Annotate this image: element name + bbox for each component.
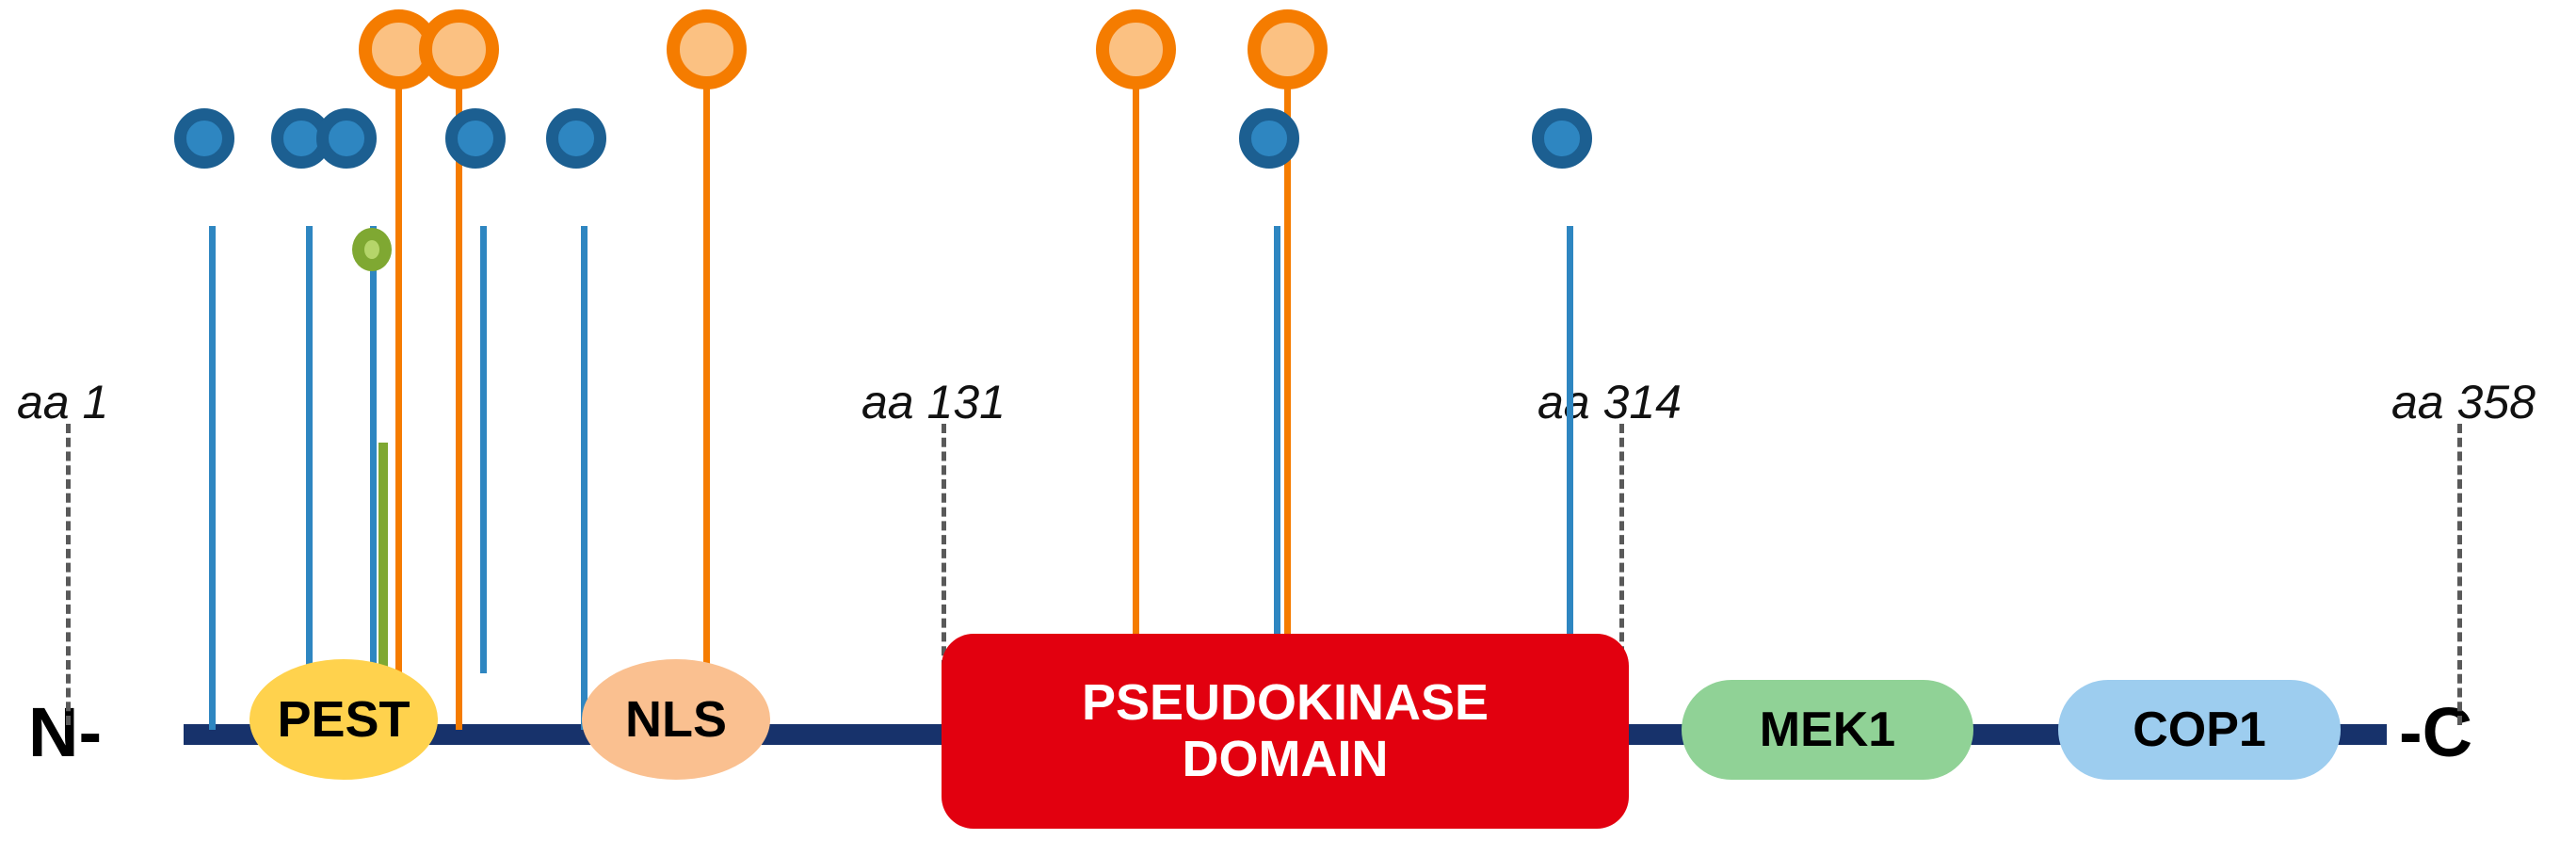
lollipop-stem-blue: [370, 226, 377, 673]
domain-pest[interactable]: PEST: [250, 659, 438, 780]
lollipop-stem-blue: [581, 226, 588, 730]
domain-cop1-label: COP1: [2133, 703, 2266, 757]
domain-pseudokinase[interactable]: PSEUDOKINASE DOMAIN: [942, 634, 1629, 829]
n-terminus-label: N-: [28, 693, 103, 771]
lollipop-head-phosphorylation[interactable]: [546, 108, 606, 169]
backbone-segment-nls-kinase: [725, 724, 989, 745]
domain-nls[interactable]: NLS: [582, 659, 770, 780]
lollipop-head-phosphorylation[interactable]: [1239, 108, 1299, 169]
lollipop-stem-orange: [1133, 38, 1139, 640]
lollipop-head-phosphorylation[interactable]: [316, 108, 377, 169]
lollipop-stem-orange: [1284, 38, 1291, 640]
aa-marker-label: aa 358: [2391, 376, 2536, 428]
domain-mek1-label: MEK1: [1759, 703, 1896, 757]
lollipop-head-ubiquitination[interactable]: [419, 9, 499, 89]
domain-pseudokinase-label-line2: DOMAIN: [1182, 730, 1389, 787]
lollipop-head-ubiquitination[interactable]: [1096, 9, 1176, 89]
aa-marker-tick: [942, 424, 946, 725]
aa-marker-label: aa 131: [861, 376, 1006, 428]
aa-marker-label: aa 1: [17, 376, 109, 428]
lollipop-stem-blue: [1274, 226, 1280, 640]
lollipop-head-phosphorylation[interactable]: [174, 108, 234, 169]
aa-marker-tick: [66, 424, 71, 725]
domain-nls-label: NLS: [625, 691, 727, 748]
lollipop-head-phosphorylation[interactable]: [445, 108, 506, 169]
lollipop-head-acetylation[interactable]: [352, 228, 392, 271]
domain-pseudokinase-label-line1: PSEUDOKINASE: [1081, 674, 1489, 732]
lollipop-stem-blue: [480, 226, 487, 673]
lollipop-head-ubiquitination[interactable]: [667, 9, 747, 89]
domain-mek1[interactable]: MEK1: [1682, 680, 1973, 780]
lollipop-stem-green: [378, 443, 388, 673]
lollipop-stem-orange: [395, 38, 402, 678]
lollipop-stem-orange: [456, 38, 462, 730]
lollipop-stem-blue: [306, 226, 313, 730]
lollipop-stem-blue: [209, 226, 216, 730]
domain-cop1[interactable]: COP1: [2058, 680, 2341, 780]
aa-marker-tick: [2457, 424, 2462, 725]
aa-marker-label: aa 314: [1538, 376, 1682, 428]
lollipop-head-phosphorylation[interactable]: [1532, 108, 1592, 169]
lollipop-stem-orange: [703, 38, 710, 673]
lollipop-head-ubiquitination[interactable]: [1248, 9, 1328, 89]
domain-pest-label: PEST: [277, 691, 411, 748]
lollipop-stem-blue: [1567, 226, 1573, 640]
aa-marker-tick: [1619, 424, 1624, 725]
